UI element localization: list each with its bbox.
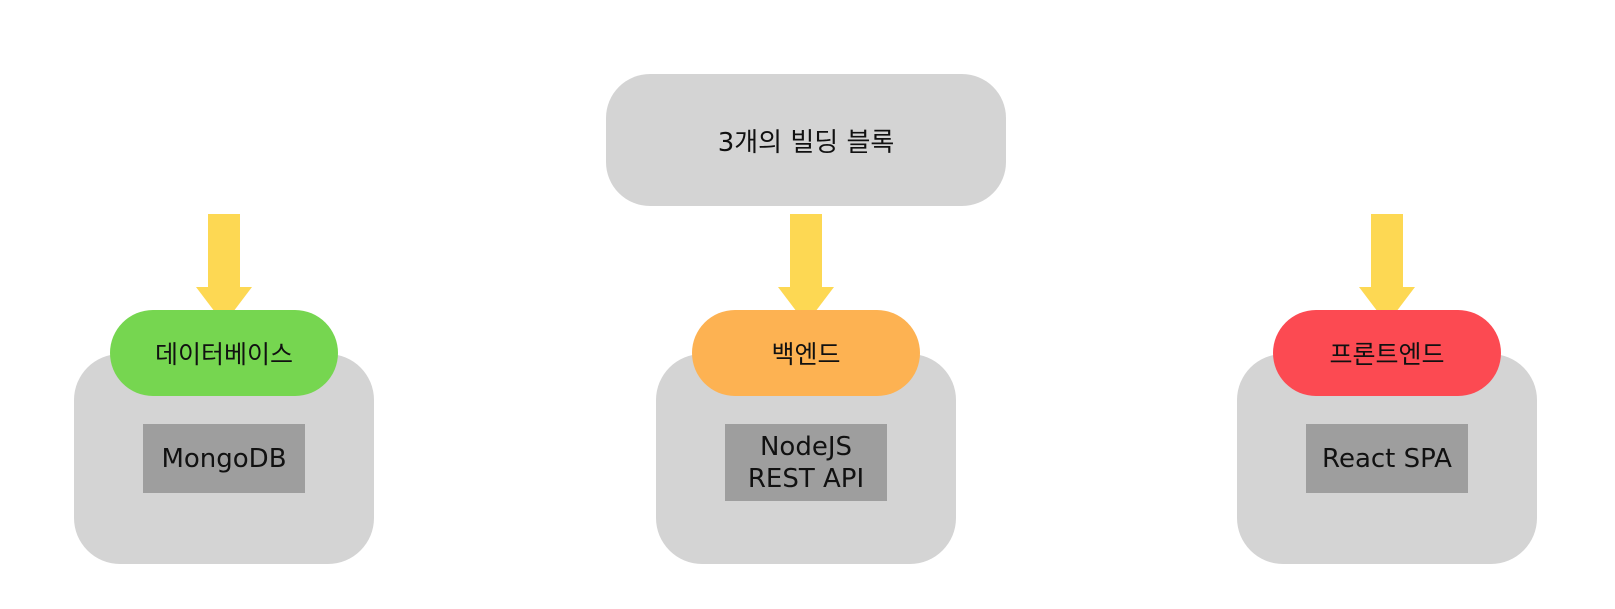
building-blocks-title-box: 3개의 빌딩 블록 — [606, 74, 1006, 206]
arrow-down-icon — [1359, 214, 1415, 324]
frontend-pill: 프론트엔드 — [1273, 310, 1501, 396]
building-blocks-title: 3개의 빌딩 블록 — [717, 127, 895, 158]
backend-tech-label-line-2: REST API — [747, 463, 865, 494]
database-tech-label: MongoDB — [161, 443, 287, 474]
arrow-down-icon — [778, 214, 834, 324]
database-pill: 데이터베이스 — [110, 310, 338, 396]
backend-tech-box: NodeJS REST API — [725, 424, 887, 501]
database-tech-box: MongoDB — [143, 424, 305, 493]
frontend-label: 프론트엔드 — [1329, 340, 1445, 369]
backend-tech-label-line-1: NodeJS — [759, 431, 853, 462]
frontend-tech-box: React SPA — [1306, 424, 1468, 493]
backend-label: 백엔드 — [771, 340, 841, 369]
database-label: 데이터베이스 — [154, 340, 293, 369]
backend-pill: 백엔드 — [692, 310, 920, 396]
arrow-down-icon — [196, 214, 252, 324]
frontend-tech-label: React SPA — [1322, 443, 1452, 474]
